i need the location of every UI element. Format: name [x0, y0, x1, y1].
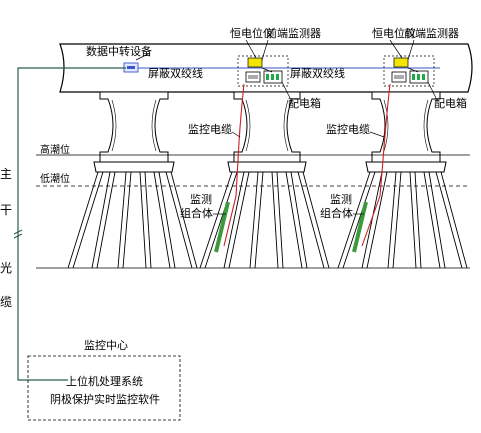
potentiostat-label-2: 恒电位仪	[372, 27, 416, 40]
monitor-cable-label-2: 监控电缆	[326, 123, 370, 136]
piles-group-1	[67, 171, 198, 269]
monitor-cable-1	[223, 83, 245, 247]
pile-column-3	[371, 91, 441, 163]
distribution-box-label-2: 配电箱	[434, 97, 467, 110]
sensor-assembly-label-2b: 组合体	[320, 207, 353, 220]
piles-group-3	[337, 171, 468, 269]
trunk-fiber-char-2: 干	[0, 203, 13, 217]
distribution-box-label-1: 配电箱	[288, 97, 321, 110]
sensor-assembly-label-1b: 组合体	[180, 207, 213, 220]
pile-base-1	[93, 161, 175, 173]
host-system-label: 上位机处理系统	[66, 375, 143, 388]
sensor-assembly-label-2a: 监测	[330, 193, 352, 206]
pile-base-3	[365, 161, 447, 173]
data-relay-label: 数据中转设备	[86, 45, 152, 58]
sensor-assembly-1	[214, 201, 230, 253]
monitor-cable-2	[361, 83, 391, 247]
pile-base-2	[227, 161, 307, 173]
leader-lines	[135, 39, 437, 215]
monitoring-center-title: 监控中心	[84, 339, 128, 352]
sensor-assembly-label-1a: 监测	[190, 193, 212, 206]
shielded-pair-label-1: 屏蔽双绞线	[148, 67, 203, 80]
trunk-fiber-char-1: 主	[0, 167, 13, 181]
sensor-assembly-2	[352, 201, 368, 253]
distribution-box-2	[409, 70, 429, 84]
data-relay-device	[123, 62, 139, 73]
trunk-fiber-char-4: 缆	[0, 295, 13, 309]
cp-software-label: 阴极保护实时监控软件	[50, 393, 160, 406]
trunk-fiber-cable	[17, 67, 126, 381]
potentiostat-2	[393, 57, 409, 68]
fiber-break-mark	[13, 229, 23, 239]
monitoring-center-box	[27, 355, 181, 421]
distribution-box-1	[263, 70, 283, 84]
low-tide-label: 低潮位	[40, 174, 70, 185]
front-monitor-label-1: 前端监测器	[266, 27, 321, 40]
trunk-fiber-char-3: 光	[0, 261, 13, 275]
monitor-cable-label-1: 监控电缆	[188, 123, 232, 136]
high-tide-label: 高潮位	[40, 145, 70, 156]
front-monitor-label-2: 前端监测器	[404, 27, 459, 40]
potentiostat-1	[247, 57, 263, 68]
shielded-pair-label-2: 屏蔽双绞线	[290, 67, 345, 80]
pile-column-1	[99, 91, 169, 163]
piles-group-2	[199, 171, 330, 269]
potentiostat-label-1: 恒电位仪	[230, 27, 274, 40]
